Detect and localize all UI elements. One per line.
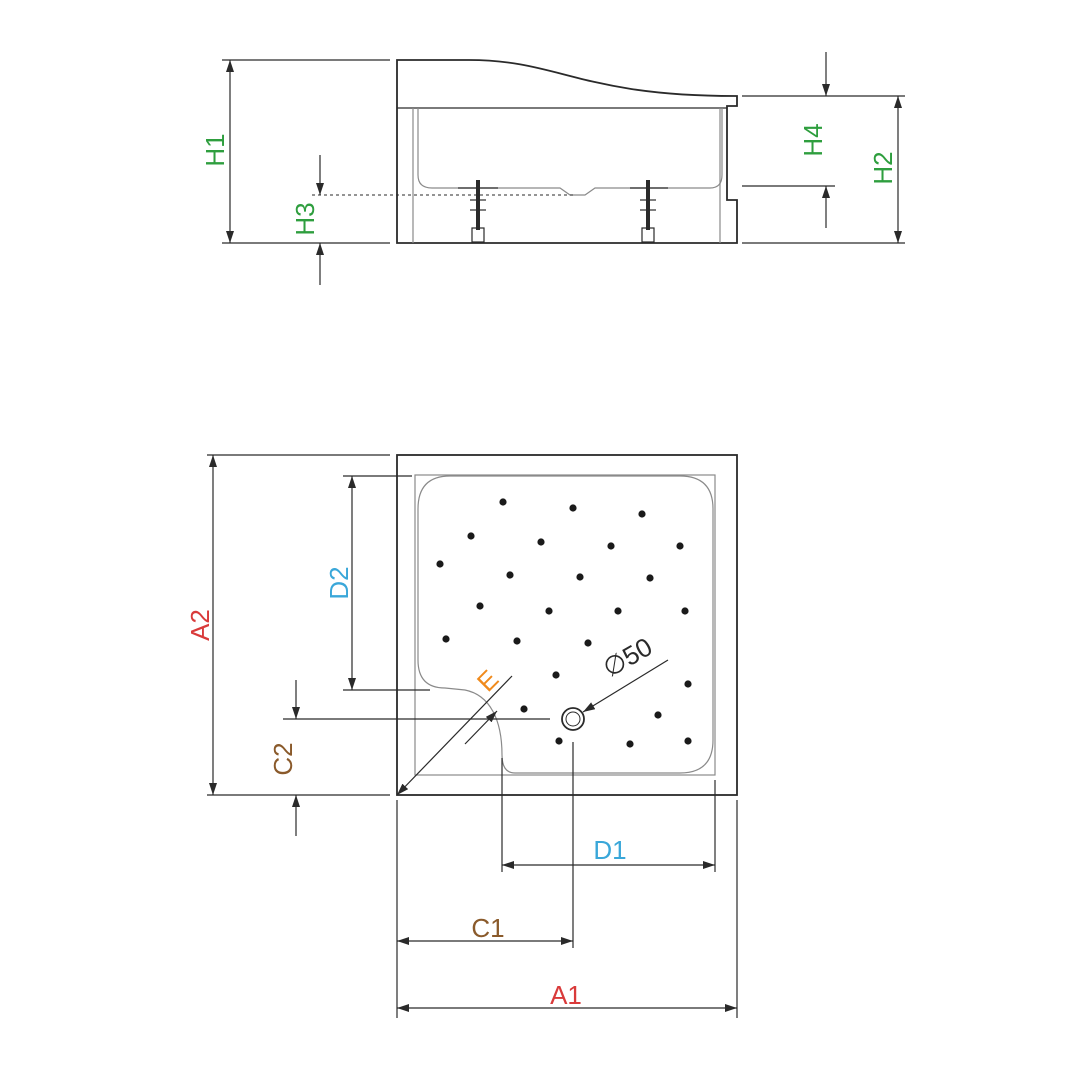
dimension-e-line bbox=[396, 675, 513, 796]
label-d1: D1 bbox=[593, 835, 626, 865]
adjustable-leg-left bbox=[458, 180, 498, 243]
anti-slip-dot bbox=[442, 635, 450, 643]
anti-slip-dot bbox=[545, 607, 553, 615]
anti-slip-dots bbox=[436, 498, 692, 748]
anti-slip-dot bbox=[576, 573, 584, 581]
label-a1: A1 bbox=[550, 980, 582, 1010]
anti-slip-dot bbox=[654, 711, 662, 719]
basin-profile bbox=[417, 108, 723, 196]
label-drain-diameter: ∅50 bbox=[598, 631, 658, 683]
anti-slip-dot bbox=[626, 740, 634, 748]
top-view: A2 D2 C2 D1 C1 A1 E ∅50 bbox=[185, 454, 738, 1018]
anti-slip-dot bbox=[584, 639, 592, 647]
tray-outer-edge bbox=[396, 454, 738, 796]
label-c2: C2 bbox=[268, 742, 298, 775]
anti-slip-dot bbox=[467, 532, 475, 540]
label-h3: H3 bbox=[290, 202, 320, 235]
label-d2: D2 bbox=[324, 566, 354, 599]
label-h2: H2 bbox=[868, 151, 898, 184]
side-view: H1 H3 H4 H2 bbox=[200, 52, 905, 285]
anti-slip-dot bbox=[476, 602, 484, 610]
label-e: E bbox=[471, 664, 504, 697]
label-h4: H4 bbox=[798, 123, 828, 156]
anti-slip-dot bbox=[638, 510, 646, 518]
anti-slip-dot bbox=[555, 737, 563, 745]
anti-slip-dot bbox=[646, 574, 654, 582]
anti-slip-dot bbox=[614, 607, 622, 615]
drain-outlet-icon bbox=[561, 707, 585, 731]
anti-slip-dot bbox=[513, 637, 521, 645]
tray-side-outline bbox=[396, 59, 738, 244]
adjustable-leg-right bbox=[630, 180, 668, 243]
anti-slip-dot bbox=[520, 705, 528, 713]
label-a2: A2 bbox=[185, 609, 215, 641]
anti-slip-dot bbox=[552, 671, 560, 679]
label-c1: C1 bbox=[471, 913, 504, 943]
anti-slip-dot bbox=[569, 504, 577, 512]
tray-inner-rim bbox=[414, 474, 716, 776]
anti-slip-dot bbox=[499, 498, 507, 506]
anti-slip-dot bbox=[506, 571, 514, 579]
basin-outline bbox=[417, 475, 714, 774]
label-h1: H1 bbox=[200, 133, 230, 166]
anti-slip-dot bbox=[537, 538, 545, 546]
anti-slip-dot bbox=[684, 680, 692, 688]
anti-slip-dot bbox=[676, 542, 684, 550]
drain-diameter-leader bbox=[582, 659, 669, 713]
anti-slip-dot bbox=[436, 560, 444, 568]
anti-slip-dot bbox=[684, 737, 692, 745]
anti-slip-dot bbox=[607, 542, 615, 550]
anti-slip-dot bbox=[681, 607, 689, 615]
